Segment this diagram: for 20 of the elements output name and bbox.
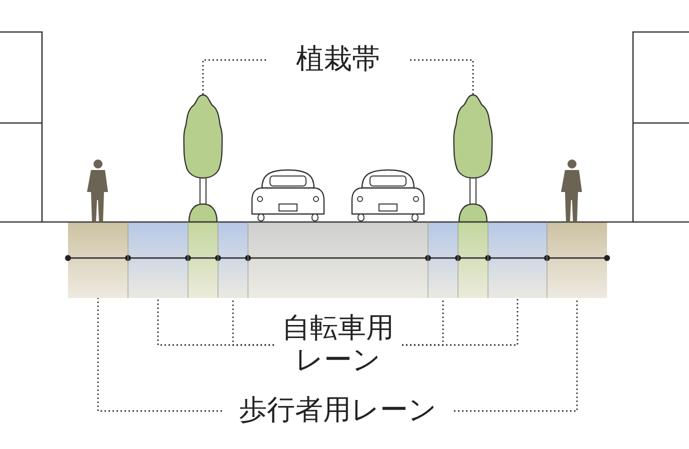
planting-strip-band <box>458 222 488 298</box>
leader-line <box>410 59 474 95</box>
leader-line <box>402 298 518 346</box>
bike-lane-band <box>488 222 547 298</box>
tree-drawing <box>183 94 223 223</box>
callout-label: 植栽帯 <box>270 44 406 76</box>
leader-line <box>97 298 222 412</box>
leader-line <box>202 59 266 95</box>
sidewalk-band <box>547 222 607 298</box>
callout-label: 自転車用レーン <box>278 313 398 377</box>
leader-line <box>454 298 578 412</box>
sidewalk-band <box>68 222 128 298</box>
bike-lane-band <box>428 222 458 298</box>
planting-strip-band <box>188 222 218 298</box>
tree-drawing <box>453 94 493 223</box>
roadway-band <box>248 222 428 298</box>
bike-lane-band <box>218 222 248 298</box>
bike-lane-band <box>128 222 188 298</box>
callout-label: 歩行者用レーン <box>226 395 450 427</box>
leader-line <box>232 298 274 346</box>
